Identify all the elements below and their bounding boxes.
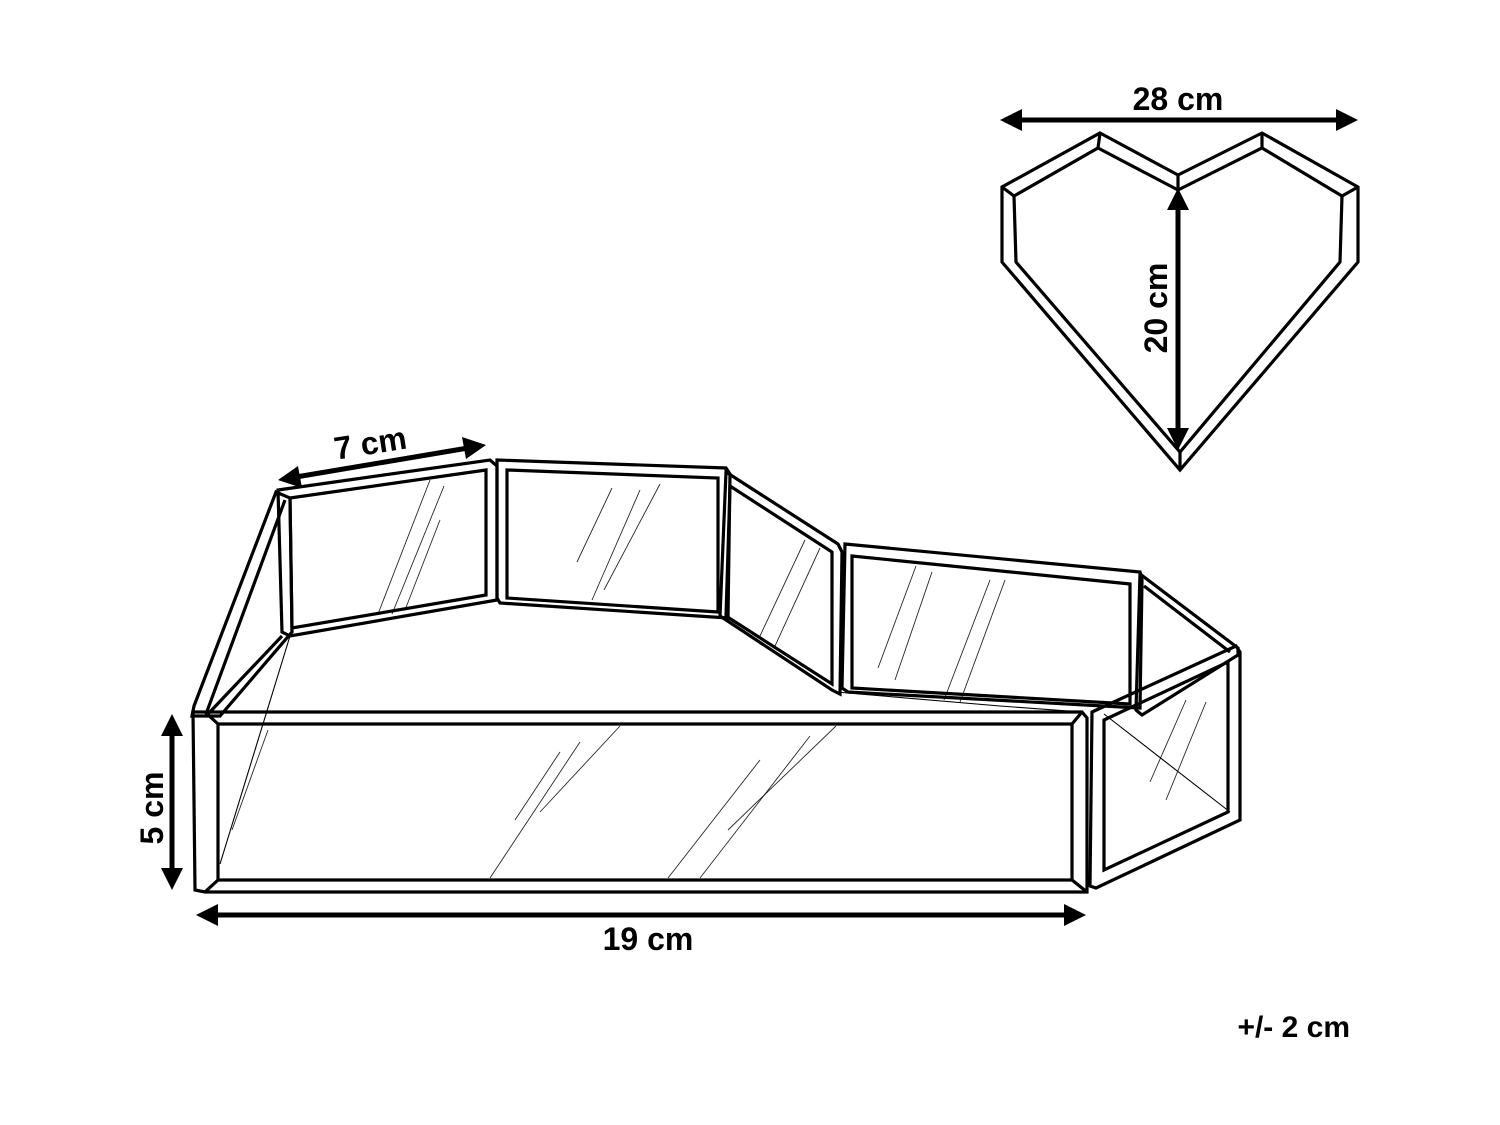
width-dimension-28: 28 cm (1000, 81, 1358, 131)
tray-perspective-view (190, 458, 1242, 894)
width-label: 28 cm (1133, 81, 1224, 117)
panel-right-side-back (1134, 570, 1240, 717)
depth-label: 20 cm (1138, 263, 1174, 354)
panel-left-side (190, 489, 294, 718)
heart-outer-outline (1000, 131, 1360, 473)
heart-top-view (1000, 131, 1360, 473)
panel-front (191, 710, 1089, 894)
height-label: 5 cm (134, 772, 170, 845)
front-dimension-19: 19 cm (196, 904, 1086, 957)
panel-diagonal-back (718, 469, 844, 697)
panel-middle-back (495, 458, 732, 620)
height-dimension-5: 5 cm (134, 714, 183, 890)
heart-inner-outline (1012, 146, 1344, 455)
side-dimension-7: 7 cm (278, 420, 486, 488)
front-length-label: 19 cm (603, 921, 694, 957)
glass-reflections (231, 479, 1207, 879)
panel-left-back (276, 458, 499, 638)
tolerance-note: +/- 2 cm (1237, 1011, 1350, 1044)
depth-dimension-20: 20 cm (1138, 188, 1189, 450)
panel-front-right (1088, 643, 1242, 890)
